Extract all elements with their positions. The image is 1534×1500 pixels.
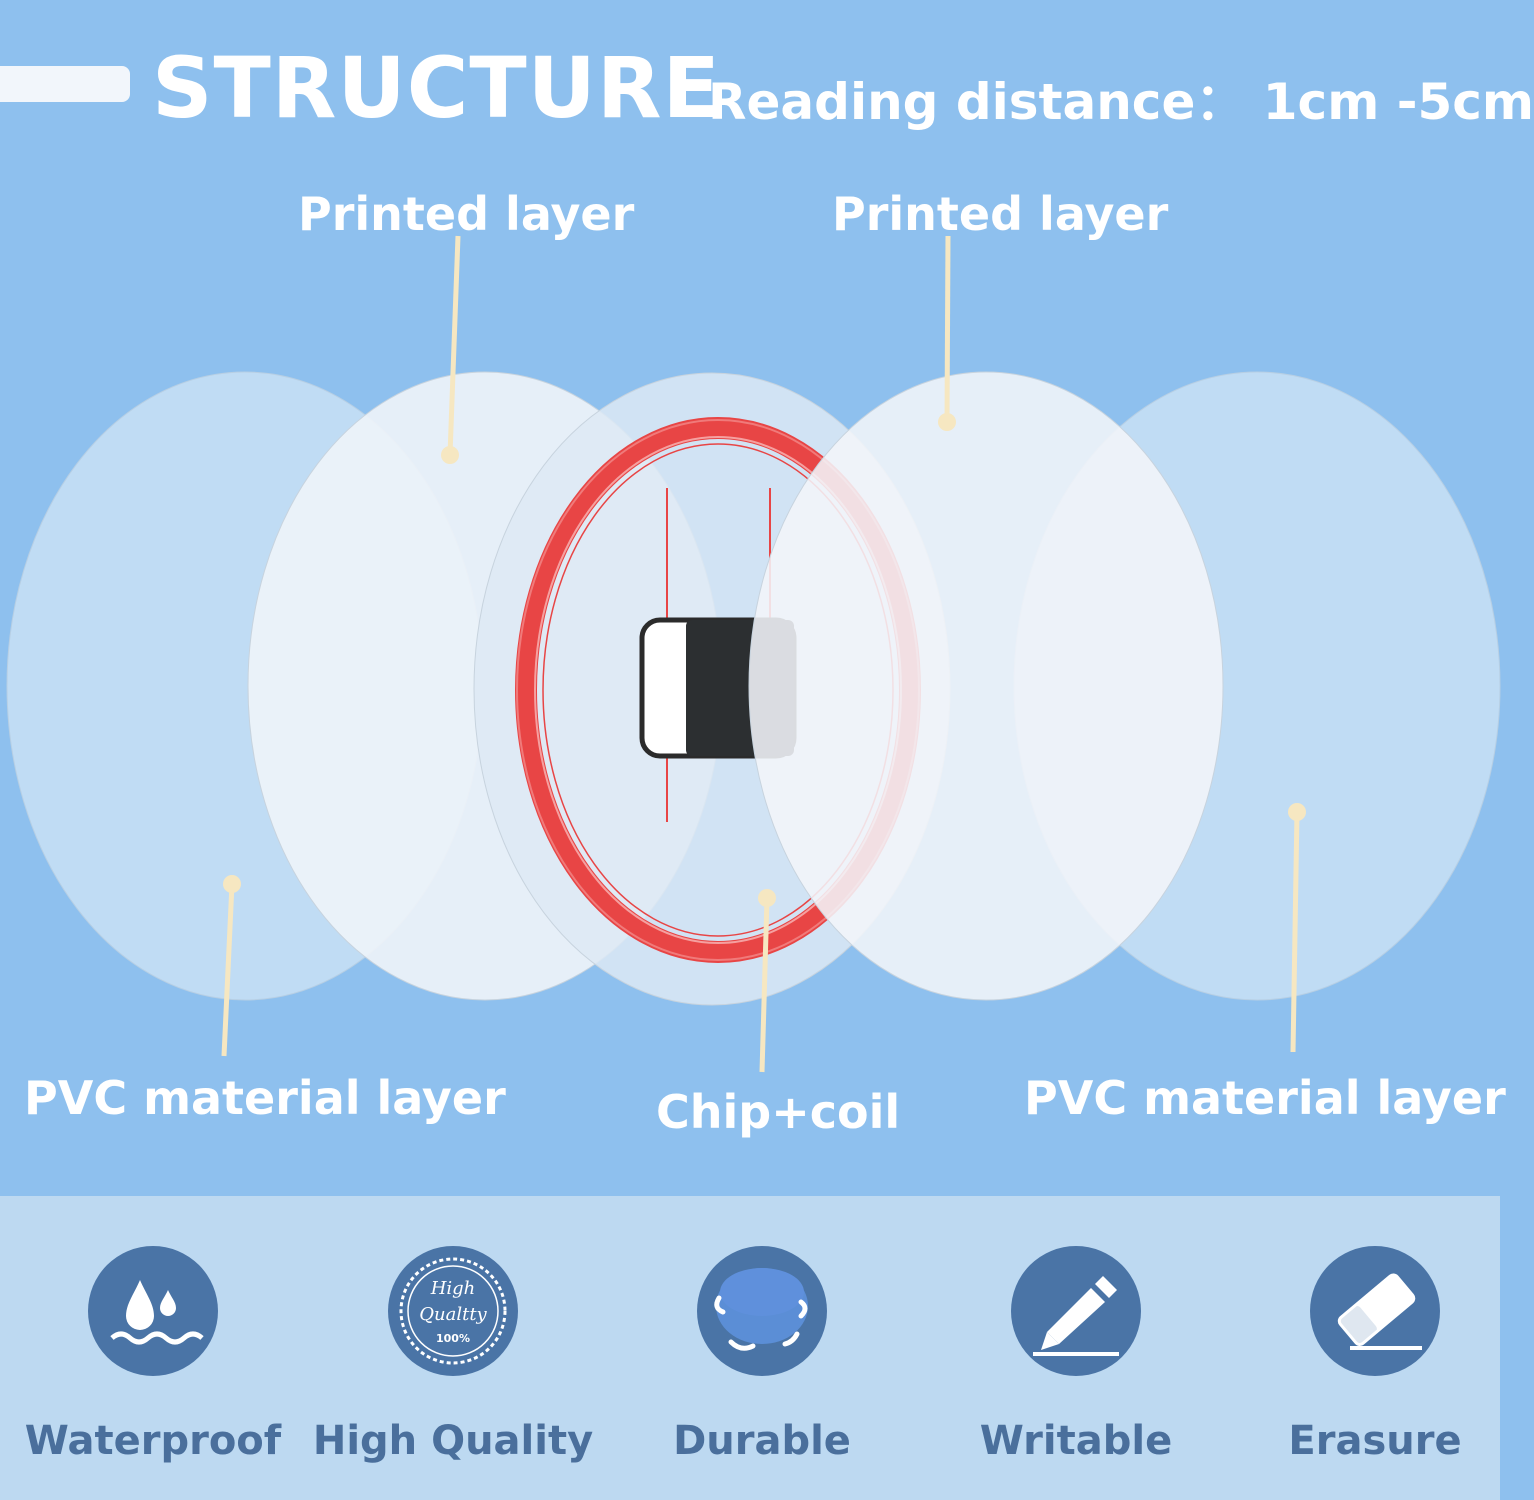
label-printed-layer-left: Printed layer (298, 187, 635, 241)
reading-distance-text: Reading distance： 1cm -5cm (708, 73, 1534, 131)
feature-label: Waterproof (24, 1418, 282, 1464)
printed-layer-right (748, 371, 1224, 1001)
label-pvc-layer-left: PVC material layer (24, 1071, 506, 1125)
feature-label: Writable (979, 1418, 1173, 1464)
feature-high-quality: High Qualtty 100% High Quality (303, 1196, 603, 1500)
label-pvc-layer-right: PVC material layer (1024, 1071, 1506, 1125)
water-drop-icon (88, 1246, 218, 1376)
feature-label: High Quality (312, 1418, 594, 1464)
feature-label: Erasure (1288, 1418, 1462, 1464)
feature-durable: Durable (612, 1196, 912, 1500)
pointer-printed-right (938, 235, 956, 431)
durable-sphere-icon (697, 1246, 827, 1376)
feature-erasure: Erasure (1225, 1196, 1525, 1500)
feature-writable: Writable (926, 1196, 1226, 1500)
eraser-icon (1310, 1246, 1440, 1376)
label-chip-coil: Chip+coil (656, 1085, 901, 1139)
seal-text-quality: Qualtty (419, 1304, 487, 1325)
pointer-pvc-right (1288, 803, 1306, 1053)
pencil-icon (1011, 1246, 1141, 1376)
feature-label: Durable (673, 1418, 851, 1464)
label-printed-layer-right: Printed layer (832, 187, 1169, 241)
pointer-chip-coil (758, 889, 776, 1073)
feature-waterproof: Waterproof (3, 1196, 303, 1500)
features-band: Waterproof High Qualtty 100% High Qualit… (0, 1196, 1500, 1500)
header-accent-bar (0, 66, 130, 102)
structure-diagram (6, 235, 1501, 1073)
pointer-pvc-left (221, 875, 241, 1057)
seal-text-percent: 100% (436, 1332, 470, 1345)
seal-text-high: High (430, 1278, 476, 1299)
page-title: STRUCTURE (152, 39, 721, 137)
pointer-printed-left (441, 235, 461, 464)
quality-seal-icon: High Qualtty 100% (388, 1246, 518, 1376)
